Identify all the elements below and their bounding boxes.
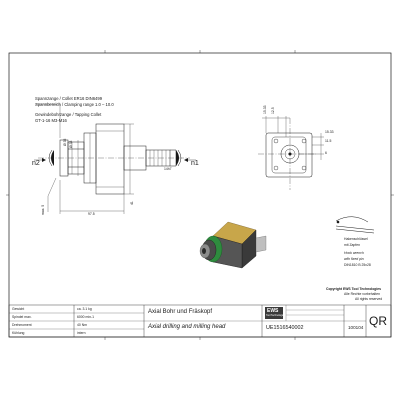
ews-logo-box	[265, 307, 283, 319]
front-dimensions	[36, 103, 167, 214]
wrench-handle	[335, 225, 375, 231]
drawing-code: 100104	[348, 325, 364, 330]
wrench-label-line5: DIN1810 B 25x28	[344, 263, 371, 267]
view-n1-mark	[176, 150, 179, 166]
dim-side-r1: 15.33	[325, 130, 334, 134]
mount-hole-tr	[301, 138, 307, 144]
spec-value-2: 40 Nm	[77, 323, 87, 327]
collet-spec-line2: Spannbereich / Clamping range 1.0 – 10.0	[35, 102, 114, 107]
wrench-label-line4: with fixed pin	[344, 257, 364, 261]
border-ticks	[6, 50, 394, 340]
mount-hole-tl	[273, 138, 279, 144]
wrench-hook	[335, 216, 369, 223]
ews-logo: EWS	[267, 308, 279, 314]
dim-height: 41	[130, 201, 134, 205]
spec-label-2: Drehmoment	[12, 323, 32, 327]
dim-side-r3: 6	[325, 151, 327, 155]
dim-side-top-b: 12.5	[271, 107, 275, 114]
spec-value-1: 6000 min-1	[77, 315, 94, 319]
spec-value-0: ca. 3.1 kg	[77, 307, 92, 311]
part-number: UE1516540002	[266, 325, 304, 331]
product-render	[199, 221, 267, 269]
ews-logo-sub: Tool Technologies	[266, 314, 285, 317]
dim-stroke: max. 5	[41, 204, 45, 215]
spec-label-3: Kühlung	[12, 331, 25, 335]
view-label-n2: n2	[32, 160, 40, 167]
side-flange	[265, 132, 313, 178]
tapping-collet-line2: GT-1-16 M3-M16	[35, 118, 67, 123]
side-inner-plate	[271, 136, 307, 174]
qr-label: QR	[369, 314, 387, 328]
side-view	[258, 116, 324, 190]
spec-value-3: intern	[77, 331, 86, 335]
render-bore	[202, 248, 206, 254]
title-german: Axial Bohr und Fräskopf	[148, 309, 213, 315]
dim-shank-14h7: 14h7	[164, 167, 172, 171]
spindle-inner	[284, 148, 296, 160]
render-shank	[255, 235, 267, 253]
tapping-collet-line1: Gewindebohrzange / Tapping Collet	[35, 112, 102, 117]
front-view	[34, 103, 196, 214]
copyright-line1: Copyright EWS Tool Technologies	[326, 287, 382, 291]
wrench-label-line3: Hook wrench	[344, 251, 364, 255]
copyright-line2: Alle Rechte vorbehalten	[344, 292, 381, 296]
mount-hole-br	[301, 165, 307, 171]
dim-diameter-35: Ø 35	[63, 138, 67, 146]
dim-diameter-33: Ø 33	[69, 140, 73, 148]
spec-label-0: Gewicht	[12, 307, 25, 311]
side-dimensions	[262, 116, 324, 160]
dim-side-top-a: 15.33	[263, 105, 267, 115]
hook-wrench	[335, 216, 375, 234]
view-n2-mark	[51, 150, 54, 166]
view-n2-left-arc	[48, 149, 53, 167]
view-n1-right-arc	[177, 149, 182, 167]
wrench-label-line1: Hakenschlüssel	[344, 237, 368, 241]
dim-length: 97.5	[88, 212, 95, 216]
view-label-n1: n1	[191, 160, 199, 167]
wrench-label-line2: mit Zapfen	[344, 243, 361, 247]
dim-side-r2: 11.5	[325, 139, 332, 143]
title-block-frame	[8, 304, 392, 338]
copyright-line3: All rights reserved	[355, 297, 383, 301]
mount-hole-bl	[273, 165, 279, 171]
spec-label-1: Spindel max.	[12, 315, 32, 319]
title-english: Axial drilling and milling head	[148, 324, 226, 330]
collet-spec-line1: Spannzange / Collet ER16 DIN6499	[35, 96, 103, 101]
